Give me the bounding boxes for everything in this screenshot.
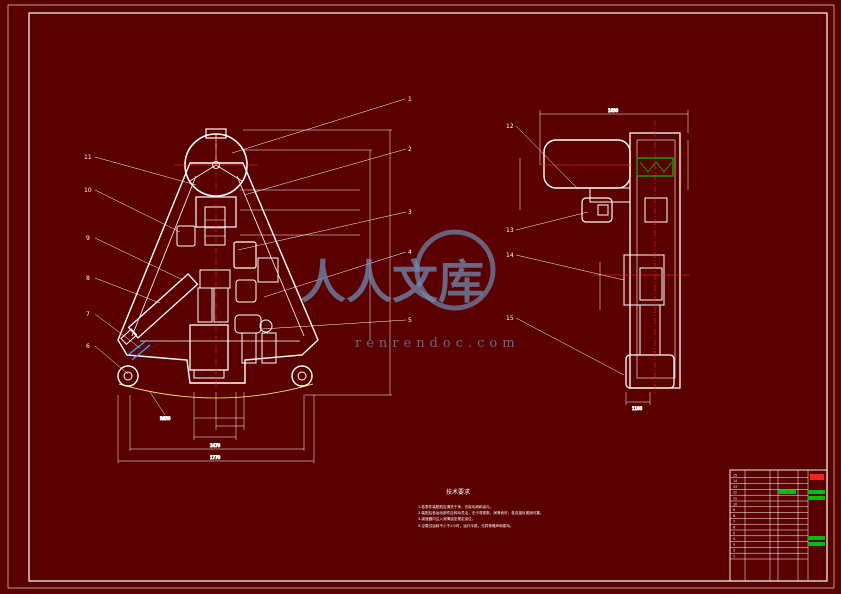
- side-dimension-bottom: 1100: [632, 406, 643, 411]
- drawing-frame: [7, 4, 835, 589]
- tech-req-line-2: 2.装配后各运动部件应转动灵活，无卡滞现象，润滑良好，各连接处紧固可靠。: [418, 510, 544, 515]
- part-label-2: 2: [408, 146, 412, 153]
- part-label-1: 1: [408, 96, 412, 103]
- dimension-2470: 2470: [210, 443, 221, 448]
- watermark: 人人文库 renrendoc.com: [300, 229, 520, 351]
- part-label-6: 6: [86, 343, 90, 350]
- title-block-seq-14: 14: [733, 479, 737, 483]
- side-view: 1630 1100: [515, 108, 690, 412]
- part-label-7: 7: [86, 311, 90, 318]
- tech-req-title: 技术要求: [446, 488, 470, 496]
- tech-req-line-1: 1.各零件装配前应清洗干净，去除毛刺和油污。: [418, 504, 493, 509]
- part-label-10: 10: [84, 187, 92, 194]
- part-label-12: 12: [506, 123, 514, 130]
- part-label-9: 9: [86, 235, 90, 242]
- title-block-seq-10: 10: [733, 502, 737, 506]
- title-block-seq-8: 8: [733, 514, 735, 518]
- front-view: 1770 2470 R850: [94, 98, 407, 463]
- title-block-seq-7: 7: [733, 520, 735, 524]
- technical-requirements: 技术要求 1.各零件装配前应清洗干净，去除毛刺和油污。 2.装配后各运动部件应转…: [418, 488, 544, 528]
- title-block-seq-2: 2: [733, 549, 735, 553]
- part-label-13: 13: [506, 227, 514, 234]
- part-label-11: 11: [84, 154, 92, 161]
- part-label-8: 8: [86, 275, 90, 282]
- title-block-seq-13: 13: [733, 485, 737, 489]
- dimension-arc-radius: R850: [160, 416, 171, 421]
- title-block: [729, 469, 828, 582]
- title-block-seq-4: 4: [733, 537, 735, 541]
- title-block-seq-5: 5: [733, 531, 735, 535]
- title-block-seq-3: 3: [733, 543, 735, 547]
- title-block-seq-6: 6: [733, 526, 735, 530]
- title-block-seq-1: 1: [733, 555, 735, 559]
- side-view-part-labels: 12 13 14 15: [506, 123, 514, 322]
- side-dimension-top: 1630: [608, 108, 619, 113]
- watermark-url: renrendoc.com: [355, 336, 520, 351]
- watermark-logo-text: 人人文库: [300, 255, 484, 309]
- part-label-15: 15: [506, 315, 514, 322]
- front-view-part-labels: 1 2 3 4 5 6 7 8 9 10 11: [84, 96, 412, 350]
- part-label-14: 14: [506, 252, 514, 259]
- title-block-seq-11: 11: [733, 497, 737, 501]
- title-block-seq-12: 12: [733, 491, 737, 495]
- part-label-3: 3: [408, 209, 412, 216]
- title-block-seq-9: 9: [733, 508, 735, 512]
- dimension-1770: 1770: [210, 455, 221, 460]
- part-label-4: 4: [408, 249, 412, 256]
- tech-req-line-3: 3.减速器内注入润滑油至规定油位。: [418, 516, 475, 521]
- title-block-seq-15: 15: [733, 473, 737, 477]
- part-label-5: 5: [408, 317, 412, 324]
- tech-req-line-4: 4.空载试运转不少于2小时，运行平稳，无异常噪声和振动。: [418, 523, 514, 528]
